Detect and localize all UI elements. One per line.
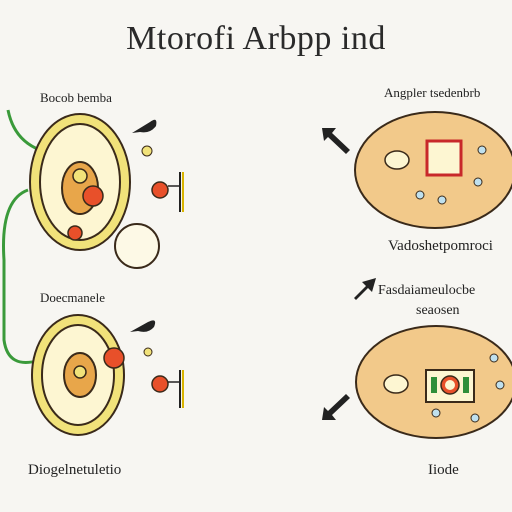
leaf-arrow-top-icon: [132, 119, 157, 133]
receptor-bottom-left: [151, 370, 184, 408]
arrow-middle-right-icon: [354, 278, 376, 300]
label-middle-right-1: Vadoshetpomroci: [388, 238, 493, 254]
label-bottom-left: Diogelnetuletio: [28, 462, 122, 478]
cell-top-left: [29, 113, 131, 251]
label-top-left: Bocob bemba: [40, 90, 112, 105]
label-bottom-right: Iiode: [428, 462, 459, 478]
receptor-top-left: [151, 172, 184, 212]
diagram-title: Mtorofi Arbpp ind: [126, 20, 386, 57]
arrow-top-right-icon: [322, 128, 350, 154]
cell-bottom-left: [31, 314, 125, 436]
label-middle-left: Doecmanele: [40, 290, 105, 305]
green-connector-line: [2, 109, 41, 364]
label-top-right: Angpler tsedenbrb: [384, 85, 481, 100]
cell-top-right: [354, 111, 512, 229]
cell-bottom-right: [355, 325, 512, 439]
leaf-arrow-bottom-icon: [130, 320, 156, 332]
arrow-bottom-right-icon: [322, 394, 350, 420]
vesicle-top-left: [114, 223, 160, 269]
label-middle-right-2: Fasdaiameulocbe: [378, 283, 476, 298]
label-middle-right-3: seaosen: [416, 303, 460, 318]
